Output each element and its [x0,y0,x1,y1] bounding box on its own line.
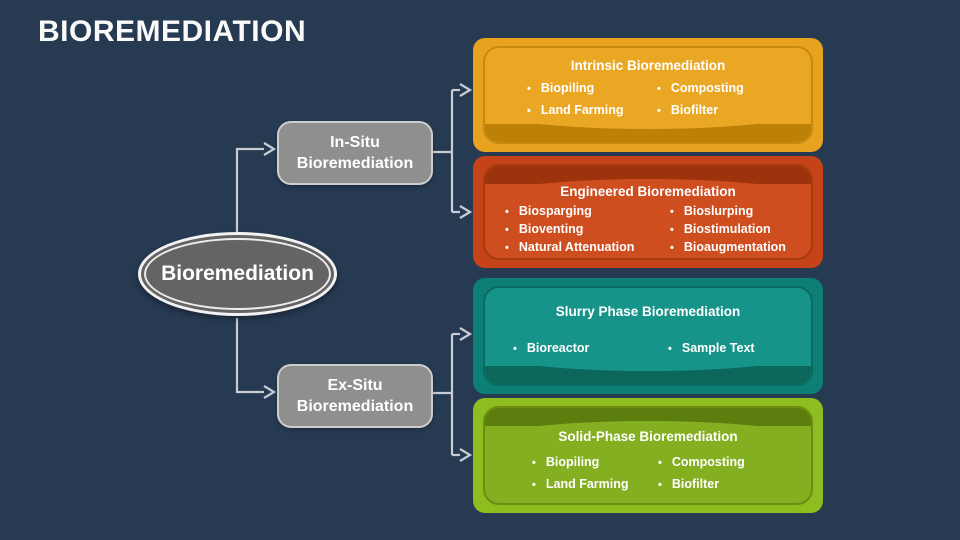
bullet-item: • Biopiling [532,452,658,474]
bullet-item: • Bioslurping [670,203,786,221]
bullet-dot-icon: • [658,479,662,491]
bullet-text: Land Farming [540,103,624,117]
bullet-item: • Sample Text [668,338,755,360]
bullet-dot-icon: • [527,83,531,95]
bullet-dot-icon: • [668,343,672,355]
bullet-item: • Bioaugmentation [670,239,786,257]
bullet-item: • Composting [657,78,744,100]
arrowhead-slurry [459,327,473,341]
bullet-list: • Biosparging • Bioventing • Natural Attenuat… [485,203,811,257]
connector-root-to-insitu [235,147,264,232]
card-panel: Engineered Bioremediation • Biosparging • B… [483,164,813,260]
bullet-item: • Natural Attenuation [505,239,670,257]
bullet-column-right: • Composting • Biofilter [657,78,744,122]
bullet-text: Biofilter [671,477,720,491]
card-title: Engineered Bioremediation [560,184,736,199]
bullet-item: • Biostimulation [670,221,786,239]
bullet-item: • Bioventing [505,221,670,239]
root-node-bioremediation: Bioremediation [138,232,337,316]
bullet-column-left: • Biopiling • Land Farming [532,452,658,496]
bullet-item: • Land Farming [527,100,657,122]
card-engineered-bioremediation: Engineered Bioremediation • Biosparging • B… [473,156,823,268]
bullet-text: Biosparging [518,204,592,218]
arrowhead-insitu [263,142,277,156]
bullet-text: Bioslurping [683,204,754,218]
bullet-column-right: • Sample Text [668,338,755,360]
branch-label-in-situ: In-Situ Bioremediation [296,134,414,172]
bullet-text: Biopiling [540,81,595,95]
bullet-item: • Composting [658,452,745,474]
arrowhead-solid [459,448,473,462]
bullet-text: Sample Text [681,341,755,355]
card-title: Intrinsic Bioremediation [570,58,726,73]
bullet-dot-icon: • [658,457,662,469]
card-panel: Slurry Phase Bioremediation • Bioreactor … [483,286,813,386]
bullet-item: • Biosparging [505,203,670,221]
card-slurry-phase-bioremediation: Slurry Phase Bioremediation • Bioreactor … [473,278,823,394]
bullet-column-left: • Biopiling • Land Farming [527,78,657,122]
bullet-text: Biostimulation [683,222,771,236]
card-panel: Intrinsic Bioremediation • Biopiling • Land… [483,46,813,144]
bullet-text: Bioaugmentation [683,240,786,254]
arrowhead-engineered [459,205,473,219]
bullet-item: • Biopiling [527,78,657,100]
bullet-text: Biofilter [670,103,719,117]
bullet-dot-icon: • [657,83,661,95]
arrowhead-exsitu [263,385,277,399]
bullet-item: • Biofilter [658,474,745,496]
bullet-list: • Biopiling • Land Farming • Composting • Biof… [485,452,811,496]
bullet-list: • Bioreactor • Sample Text [485,338,811,360]
bullet-dot-icon: • [513,343,517,355]
card-solid-phase-bioremediation: Solid-Phase Bioremediation • Biopiling • La… [473,398,823,513]
bullet-text: Land Farming [545,477,629,491]
bullet-text: Composting [671,455,745,469]
bullet-list: • Biopiling • Land Farming • Composting • Biof… [485,78,811,122]
bullet-dot-icon: • [505,242,509,254]
branch-label-ex-situ: Ex-Situ Bioremediation [296,377,414,415]
bullet-dot-icon: • [670,242,674,254]
bullet-text: Bioreactor [526,341,590,355]
bullet-dot-icon: • [505,224,509,236]
card-intrinsic-bioremediation: Intrinsic Bioremediation • Biopiling • Land… [473,38,823,152]
bullet-dot-icon: • [527,105,531,117]
bullet-dot-icon: • [670,206,674,218]
card-panel: Solid-Phase Bioremediation • Biopiling • La… [483,406,813,505]
bullet-text: Natural Attenuation [518,240,635,254]
bullet-text: Bioventing [518,222,584,236]
slide-title: BIOREMEDIATION [38,15,307,48]
bullet-item: • Bioreactor [513,338,668,360]
arrowhead-intrinsic [459,83,473,97]
bullet-item: • Biofilter [657,100,744,122]
card-title: Solid-Phase Bioremediation [558,429,738,444]
branch-node-in-situ: In-Situ Bioremediation [277,121,433,185]
branch-node-ex-situ: Ex-Situ Bioremediation [277,364,433,428]
bullet-dot-icon: • [532,457,536,469]
bullet-dot-icon: • [657,105,661,117]
root-node-label: Bioremediation [161,262,314,285]
bullet-text: Composting [670,81,744,95]
bullet-text: Biopiling [545,455,600,469]
bullet-column-left: • Bioreactor [513,338,668,360]
bullet-column-right: • Bioslurping • Biostimulation • Bioaugmentat… [670,203,786,257]
bullet-column-right: • Composting • Biofilter [658,452,745,496]
bullet-item: • Land Farming [532,474,658,496]
bullet-dot-icon: • [532,479,536,491]
bullet-column-left: • Biosparging • Bioventing • Natural Attenuat… [505,203,670,257]
bullet-dot-icon: • [670,224,674,236]
connector-root-to-exsitu [235,318,264,394]
bullet-dot-icon: • [505,206,509,218]
card-title: Slurry Phase Bioremediation [555,304,741,319]
